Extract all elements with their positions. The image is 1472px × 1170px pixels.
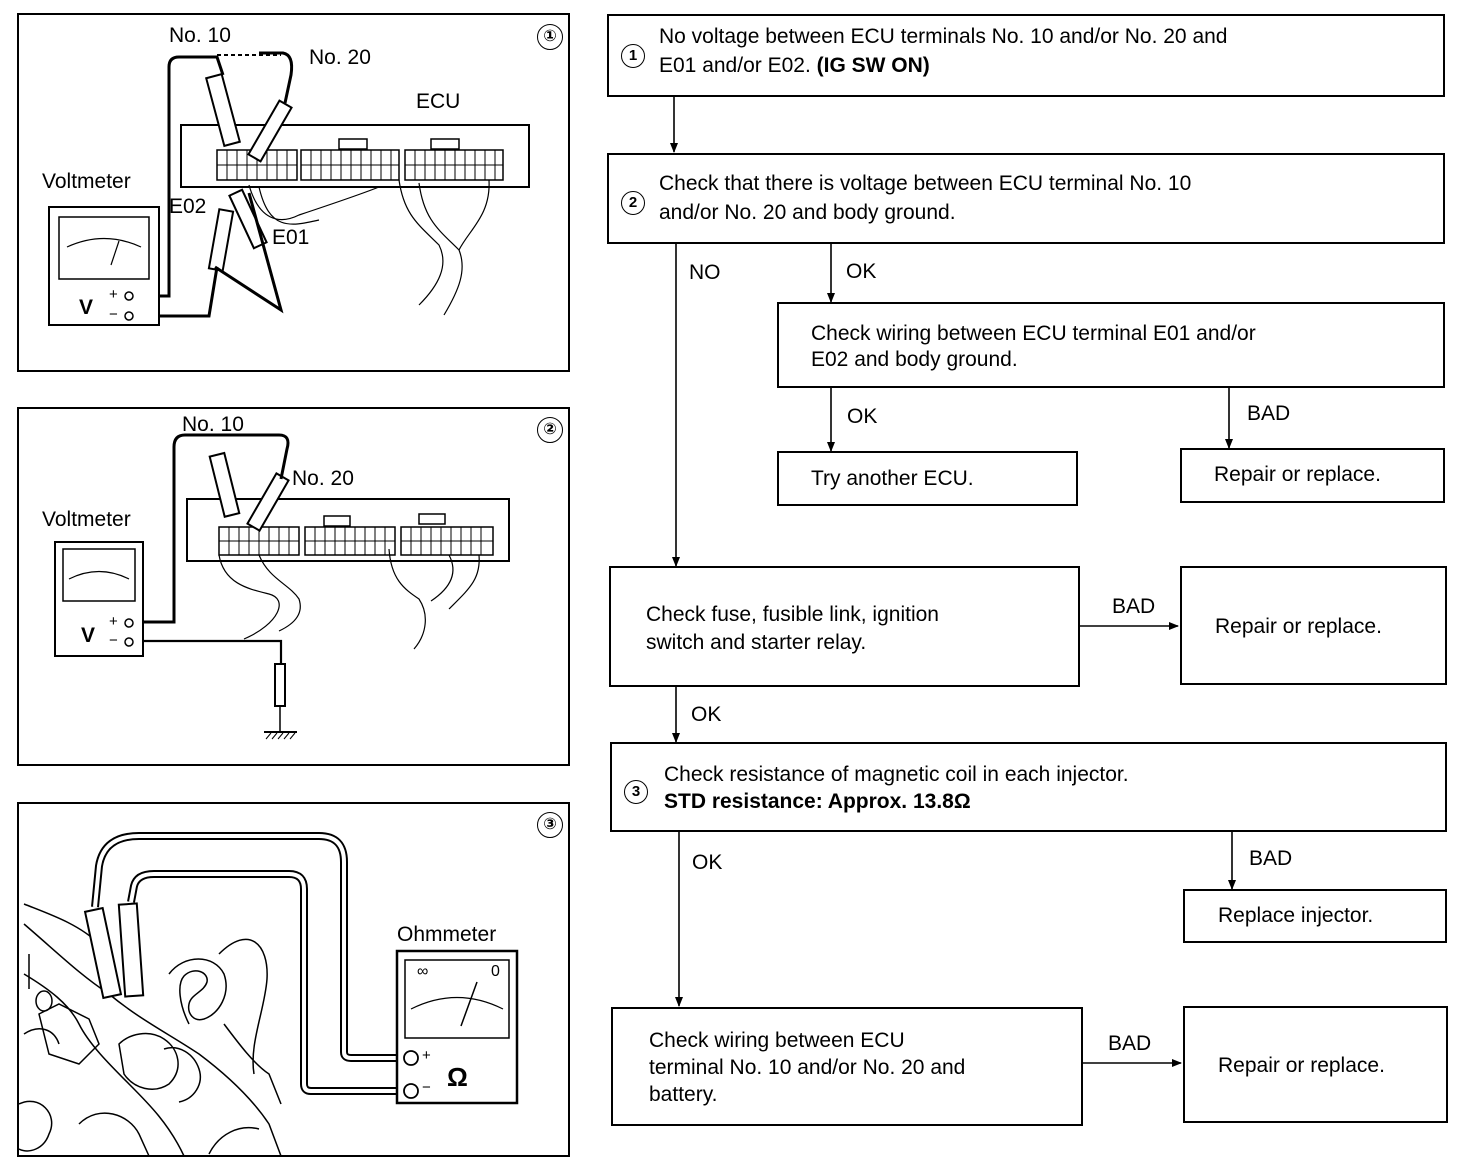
label-bad: BAD [1249,847,1293,870]
label-ohmmeter: Ohmmeter [397,923,497,946]
box-text-line: Check fuse, fusible link, ignition [646,603,939,626]
box-text-line: and/or No. 20 and body ground. [659,201,956,224]
diagram-panel-2: ② No. 10 No. 20 Voltmeter V + − [17,407,570,766]
label-bad: BAD [1247,402,1291,425]
box-text-line: Check that there is voltage between ECU … [659,172,1192,195]
label-no: NO [689,261,721,284]
ohm-symbol: Ω [447,1062,468,1092]
plus-sign: + [109,286,118,303]
box-text: Try another ECU. [811,467,974,490]
box-text-line: Check wiring between ECU terminal E01 an… [811,322,1256,345]
box-text-line: switch and starter relay. [646,631,867,654]
label-no10: No. 10 [182,413,244,436]
repair-replace-box-2: Repair or replace. [1180,566,1447,685]
diagram-panel-3: ③ Ohmmeter ∞ 0 + − Ω [17,802,570,1157]
panel-number-1: ① [537,24,563,50]
plus-sign: + [422,1047,431,1064]
label-ok: OK [847,405,878,428]
panel-number-2: ② [537,417,563,443]
step-number-2: 2 [621,191,645,215]
ohmmeter-injector-illustration [19,832,519,1157]
label-ok: OK [692,851,723,874]
box-text-line: E01 and/or E02. (IG SW ON) [659,54,930,77]
minus-sign: − [109,632,118,649]
minus-sign: − [422,1079,431,1096]
minus-sign: − [109,306,118,323]
label-no20: No. 20 [309,46,371,69]
box-text-line: E02 and body ground. [811,348,1018,371]
label-ok: OK [691,703,722,726]
replace-injector-box: Replace injector. [1183,889,1447,943]
box-text-line: terminal No. 10 and/or No. 20 and [649,1056,966,1079]
check-ground-wiring-box: Check wiring between ECU terminal E01 an… [777,302,1445,388]
label-no20: No. 20 [292,467,354,490]
voltmeter-ecu-illustration-2 [54,433,510,740]
step-number-1: 1 [621,44,645,68]
box-text: Repair or replace. [1215,615,1382,638]
step2-check-voltage-box: 2 Check that there is voltage between EC… [607,153,1445,244]
label-e01: E01 [272,226,310,249]
step3-resistance-box: 3 Check resistance of magnetic coil in e… [610,742,1447,832]
label-e02: E02 [169,195,207,218]
std-resistance-text: STD resistance: Approx. 13.8Ω [664,790,971,813]
box-text: Replace injector. [1218,904,1374,927]
repair-replace-box-1: Repair or replace. [1180,448,1445,503]
plus-sign: + [109,613,118,630]
meter-symbol: V [81,624,96,647]
box-text: Repair or replace. [1218,1054,1385,1077]
zero-mark: 0 [491,963,500,980]
label-no10: No. 10 [169,24,231,47]
infinity-mark: ∞ [417,963,429,980]
check-fuse-box: Check fuse, fusible link, ignition switc… [609,566,1080,687]
meter-symbol: V [79,296,94,319]
box-text-line: No voltage between ECU terminals No. 10 … [659,25,1228,48]
box-text: Repair or replace. [1214,463,1381,486]
label-bad: BAD [1108,1032,1152,1055]
box-text-line: battery. [649,1083,718,1106]
box-text-line: Check resistance of magnetic coil in eac… [664,763,1129,786]
label-voltmeter: Voltmeter [42,508,131,531]
repair-replace-box-3: Repair or replace. [1183,1006,1448,1123]
label-voltmeter: Voltmeter [42,170,131,193]
panel-number-3: ③ [537,812,563,838]
try-another-ecu-box: Try another ECU. [777,451,1078,506]
label-ecu: ECU [416,90,461,113]
step-number-3: 3 [624,780,648,804]
label-bad: BAD [1112,595,1156,618]
diagram-panel-1: ① No. 10 No. 20 ECU Voltmeter E02 E01 V … [17,13,570,372]
label-ok: OK [846,260,877,283]
voltmeter-ecu-illustration-1 [48,51,530,326]
check-battery-wiring-box: Check wiring between ECU terminal No. 10… [611,1007,1083,1126]
box-text-line: Check wiring between ECU [649,1029,905,1052]
step1-condition-box: 1 No voltage between ECU terminals No. 1… [607,14,1445,97]
